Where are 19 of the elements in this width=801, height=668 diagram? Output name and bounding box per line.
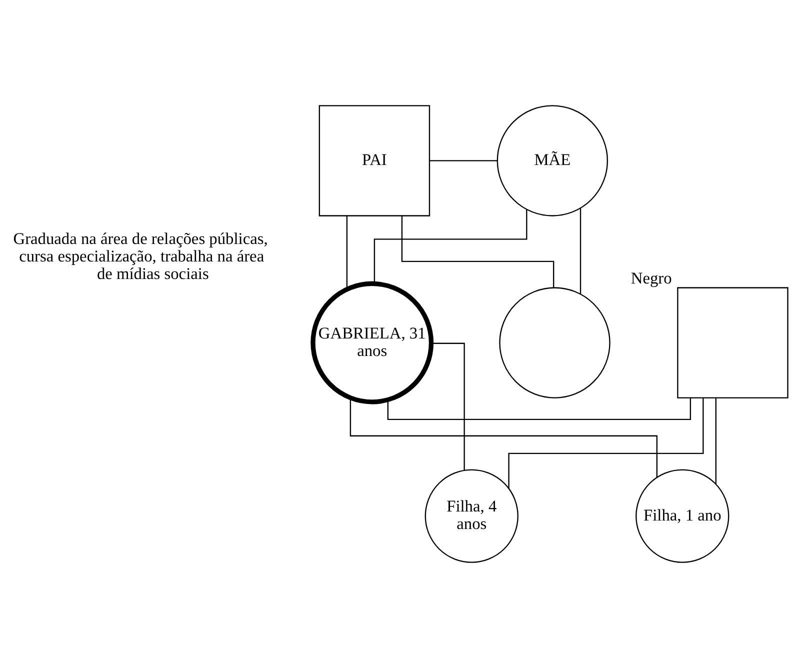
node-circle: GABRIELA, 31 anos (310, 281, 434, 404)
connector (346, 216, 348, 290)
node-label: Negro (630, 268, 672, 288)
node-label: Graduada na área de relações públicas, cursa especialização, trabalha na área de mídias sociais (13, 229, 268, 284)
node-box: PAI (318, 105, 430, 216)
connector (715, 398, 716, 484)
node-circle (499, 287, 610, 398)
connector (350, 398, 658, 478)
connector (430, 160, 498, 162)
connector (401, 216, 554, 288)
connector (580, 208, 582, 294)
connector (374, 210, 528, 284)
connector (508, 398, 704, 488)
node-circle: Filha, 1 ano (636, 469, 730, 563)
connector (387, 398, 692, 420)
node-box (677, 287, 788, 398)
node-circle: Filha, 4 anos (424, 469, 518, 563)
connector (432, 342, 465, 470)
node-circle: MÃE (496, 105, 608, 216)
